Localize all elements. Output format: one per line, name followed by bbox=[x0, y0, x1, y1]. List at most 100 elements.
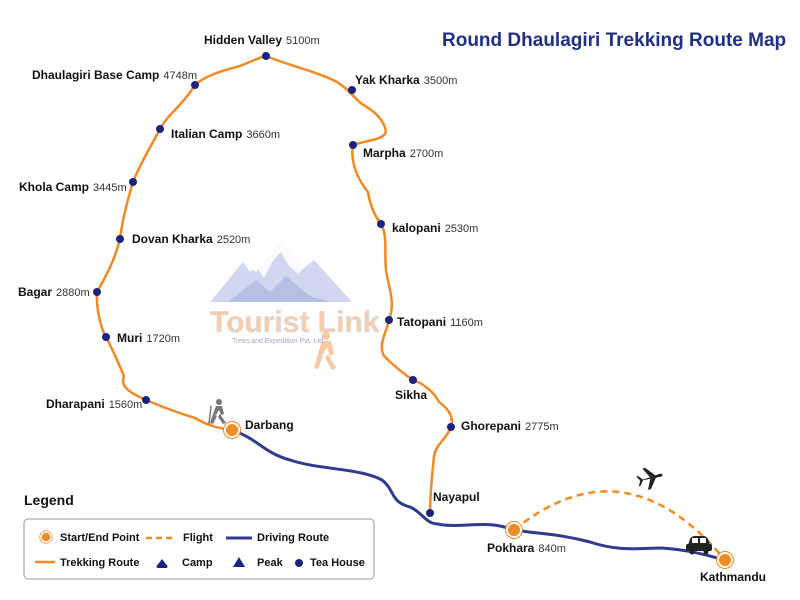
legend-title: Legend bbox=[24, 492, 74, 508]
legend-label: Trekking Route bbox=[60, 557, 139, 569]
place-ghorepani: Ghorepani 2775m bbox=[447, 419, 559, 433]
place-darbang: Darbang bbox=[223, 418, 294, 439]
place-nayapul: Nayapul bbox=[426, 490, 480, 517]
place-name: Yak Kharka bbox=[355, 73, 420, 87]
place-dharapani: Dharapani 1560m bbox=[46, 396, 150, 411]
place-elevation: 840m bbox=[538, 543, 566, 555]
place-elevation: 3500m bbox=[424, 75, 458, 87]
tea-house-icon bbox=[129, 178, 137, 186]
place-name: Bagar bbox=[18, 285, 52, 299]
svg-text:Nayapul: Nayapul bbox=[433, 490, 480, 504]
legend-label: Start/End Point bbox=[60, 532, 140, 544]
legend-label: Tea House bbox=[310, 557, 365, 569]
place-elevation: 1560m bbox=[109, 399, 143, 411]
place-name: Muri bbox=[117, 331, 142, 345]
tea-house-icon bbox=[262, 52, 270, 60]
legend-item-start-end: Start/End Point bbox=[39, 530, 140, 544]
car-icon bbox=[686, 536, 712, 555]
place-kathmandu: Kathmandu bbox=[700, 551, 766, 584]
place-name: Tatopani bbox=[397, 315, 446, 329]
place-name: Ghorepani bbox=[461, 419, 521, 433]
place-marpha: Marpha 2700m bbox=[349, 141, 443, 160]
place-name: kalopani bbox=[392, 221, 441, 235]
watermark-logo: Tourist Link Treks and Expedition Pvt. L… bbox=[210, 242, 380, 370]
legend-item-flight: Flight bbox=[146, 532, 213, 544]
flight-route bbox=[513, 490, 726, 561]
airplane-icon bbox=[636, 467, 663, 490]
place-elevation: 2700m bbox=[410, 148, 444, 160]
watermark-hiker-icon bbox=[314, 332, 336, 370]
svg-text:Kathmandu: Kathmandu bbox=[700, 570, 766, 584]
place-elevation: 5100m bbox=[286, 35, 320, 47]
place-muri: Muri 1720m bbox=[102, 331, 180, 345]
tea-house-icon bbox=[409, 376, 417, 384]
place-name: Dovan Kharka bbox=[132, 232, 213, 246]
map-title: Round Dhaulagiri Trekking Route Map bbox=[442, 30, 786, 51]
tea-house-icon bbox=[102, 333, 110, 341]
tea-house-icon bbox=[349, 141, 357, 149]
place-elevation: 3660m bbox=[246, 129, 280, 141]
tea-house-icon bbox=[295, 559, 303, 567]
place-elevation: 2530m bbox=[445, 223, 479, 235]
tea-house-icon bbox=[116, 235, 124, 243]
place-name: Italian Camp bbox=[171, 127, 242, 141]
place-name: Dharapani bbox=[46, 397, 105, 411]
place-name: Pokhara bbox=[487, 541, 535, 555]
place-elevation: 4748m bbox=[163, 70, 197, 82]
legend-item-trek: Trekking Route bbox=[35, 557, 139, 569]
start-end-icon bbox=[717, 552, 733, 568]
place-name: Dhaulagiri Base Camp bbox=[32, 68, 159, 82]
svg-text:Darbang: Darbang bbox=[245, 418, 294, 432]
watermark-tagline: Treks and Expedition Pvt. Ltd. bbox=[232, 338, 325, 345]
peak-icon bbox=[233, 557, 245, 567]
driving-route bbox=[231, 428, 726, 562]
place-yak-kharka: Yak Kharka 3500m bbox=[348, 73, 457, 94]
tea-house-icon bbox=[426, 509, 434, 517]
legend-label: Flight bbox=[183, 532, 213, 544]
legend-item-drive: Driving Route bbox=[226, 532, 329, 544]
place-name: Sikha bbox=[395, 388, 427, 402]
start-end-icon bbox=[224, 422, 240, 438]
place-name: Hidden Valley bbox=[204, 33, 282, 47]
tea-house-icon bbox=[93, 288, 101, 296]
legend-label: Driving Route bbox=[257, 532, 329, 544]
place-sikha: Sikha bbox=[395, 376, 427, 402]
tea-house-icon bbox=[191, 81, 199, 89]
place-name: Khola Camp bbox=[19, 180, 89, 194]
tea-house-icon bbox=[447, 423, 455, 431]
place-elevation: 3445m bbox=[93, 182, 127, 194]
place-elevation: 2880m bbox=[56, 287, 90, 299]
tea-house-icon bbox=[348, 86, 356, 94]
place-dhaulagiri-base-camp: Dhaulagiri Base Camp 4748m bbox=[32, 68, 199, 89]
place-khola-camp: Khola Camp 3445m bbox=[19, 178, 137, 194]
legend-item-camp: Camp bbox=[156, 557, 213, 569]
place-elevation: 1720m bbox=[146, 333, 180, 345]
legend-label: Camp bbox=[182, 557, 213, 569]
legend: Legend Start/End Point Flight Driving Ro… bbox=[23, 492, 375, 580]
place-elevation: 1160m bbox=[450, 317, 483, 329]
place-kalopani: kalopani 2530m bbox=[377, 220, 478, 235]
place-elevation: 2775m bbox=[525, 421, 559, 433]
place-name: Nayapul bbox=[433, 490, 480, 504]
place-hidden-valley: Hidden Valley 5100m bbox=[204, 33, 320, 60]
legend-item-tea-house: Tea House bbox=[295, 557, 365, 569]
tea-house-icon bbox=[385, 316, 393, 324]
legend-item-peak: Peak bbox=[233, 557, 284, 569]
tea-house-icon bbox=[377, 220, 385, 228]
place-name: Marpha bbox=[363, 146, 406, 160]
tea-house-icon bbox=[156, 125, 164, 133]
